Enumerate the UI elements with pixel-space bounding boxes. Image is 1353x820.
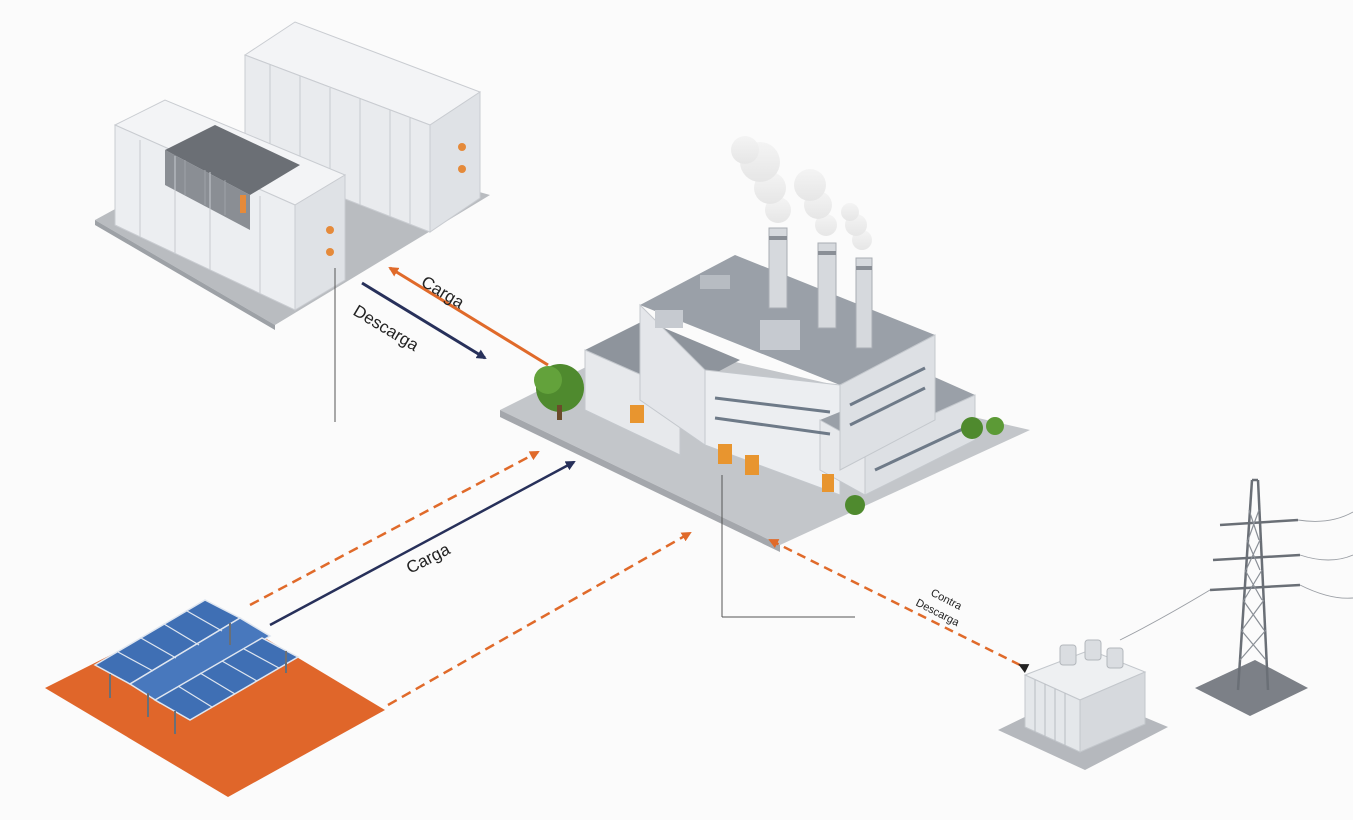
solar-charge-label: Carga <box>403 539 453 577</box>
battery-container-icon <box>95 21 490 422</box>
factory-icon <box>500 136 1030 618</box>
solar-charge-arrow <box>269 460 576 627</box>
transmission-tower-icon <box>1119 478 1353 716</box>
solar-dashed-arrow-upper <box>249 450 540 607</box>
battery-charge-label: Carga <box>418 272 468 312</box>
front-battery-container <box>113 99 347 311</box>
solar-panel-icon <box>45 599 385 797</box>
solar-dashed-arrow-lower <box>387 531 692 707</box>
battery-discharge-arrow <box>361 281 487 360</box>
grid-exchange-arrow <box>768 538 1030 674</box>
transformer-icon <box>998 639 1168 770</box>
solar-panel-rows <box>93 599 300 734</box>
chimney-stacks <box>768 227 873 349</box>
battery-charge-arrow <box>388 266 549 367</box>
back-battery-container <box>243 21 482 233</box>
tree-icon <box>534 364 1004 515</box>
smoke-plumes <box>731 136 872 250</box>
battery-discharge-label: Descarga <box>350 301 423 355</box>
